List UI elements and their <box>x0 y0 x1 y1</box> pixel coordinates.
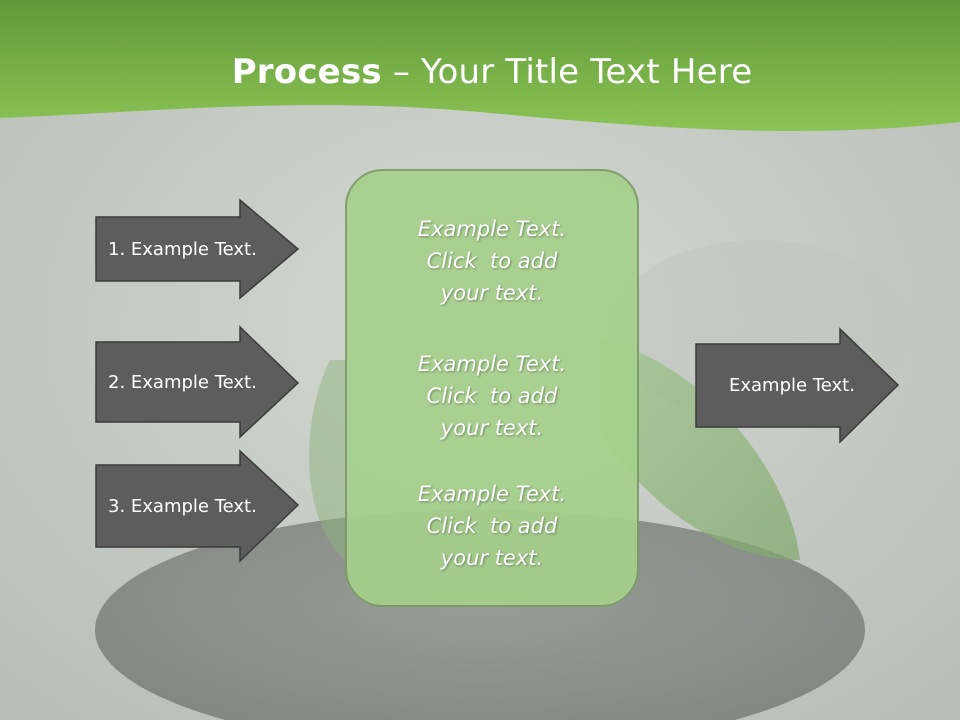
title-rest: – Your Title Text Here <box>381 52 753 92</box>
center-line: Example Text. <box>417 217 567 241</box>
arrow-label: Example Text. <box>729 375 855 396</box>
center-item-2: Example Text. Click to add your text. <box>345 348 639 444</box>
center-text-box <box>345 169 639 607</box>
arrow-label: 1. Example Text. <box>108 238 257 260</box>
arrow-shape <box>95 449 300 563</box>
header-band <box>0 0 960 131</box>
arrow-shape <box>95 325 300 439</box>
page-title: Process – Your Title Text Here <box>0 52 960 92</box>
center-line: your text. <box>440 416 544 440</box>
process-arrow-2: 2. Example Text. <box>95 325 300 439</box>
center-line: Example Text. <box>417 482 567 506</box>
center-line: your text. <box>440 546 544 570</box>
process-arrow-3: 3. Example Text. <box>95 449 300 563</box>
process-arrow-1: 1. Example Text. <box>95 198 300 300</box>
center-line: Example Text. <box>417 352 567 376</box>
arrow-label: 2. Example Text. <box>108 371 257 393</box>
center-line: Click to add <box>426 514 558 538</box>
center-line: Click to add <box>426 249 558 273</box>
title-strong: Process <box>231 52 382 92</box>
center-item-1: Example Text. Click to add your text. <box>345 213 639 309</box>
arrow-shape <box>95 198 300 300</box>
result-arrow: Example Text. <box>695 327 900 444</box>
center-line: your text. <box>440 281 544 305</box>
arrow-label: 3. Example Text. <box>108 495 257 517</box>
arrow-shape <box>695 327 900 444</box>
center-item-3: Example Text. Click to add your text. <box>345 478 639 574</box>
center-line: Click to add <box>426 384 558 408</box>
